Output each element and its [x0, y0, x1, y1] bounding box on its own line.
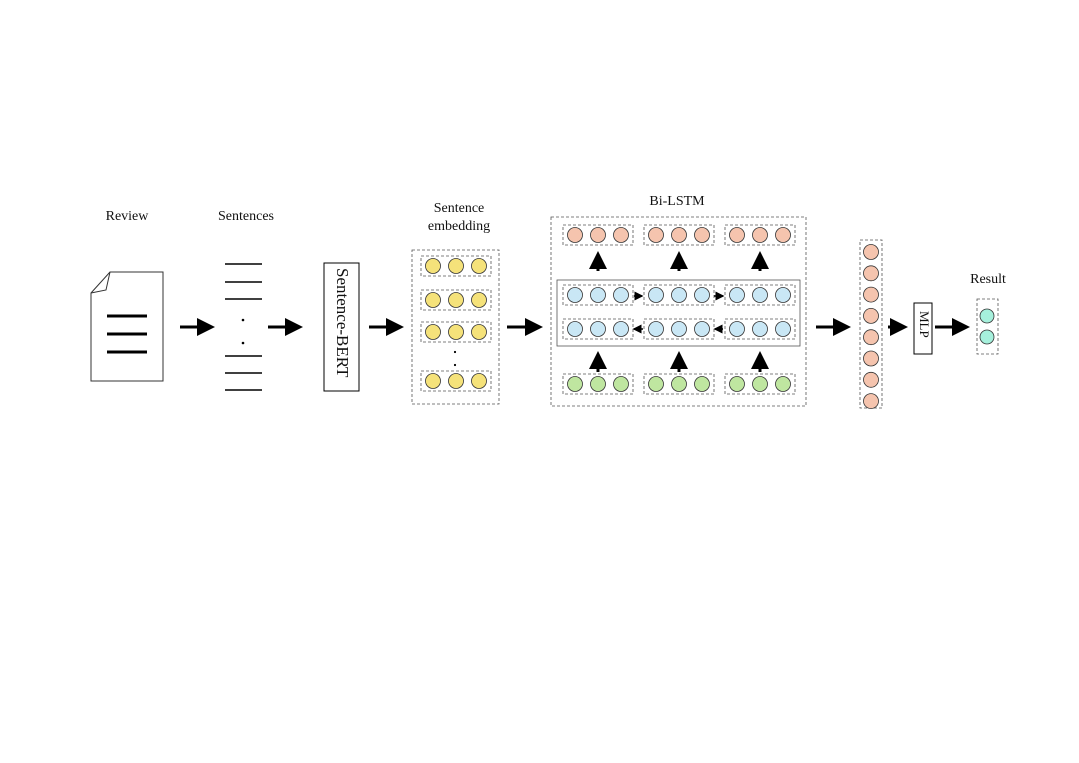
result-node: [979, 329, 995, 345]
bilstm-output-node: [729, 227, 745, 243]
concat-node: [863, 371, 879, 388]
embedding-vector-node: [471, 292, 487, 308]
bilstm-output-node: [567, 227, 583, 243]
bilstm-backward-state-node: [671, 321, 687, 337]
bilstm-vectors: [562, 224, 796, 395]
bilstm-input-box: [643, 373, 715, 395]
concat-node: [863, 393, 879, 410]
mlp-label: MLP: [917, 311, 932, 338]
mlp-box: [913, 302, 933, 355]
bilstm-output-node: [613, 227, 629, 243]
concat-node: [863, 265, 879, 282]
document-icon: [90, 271, 164, 382]
embedding-vector-node: [471, 324, 487, 340]
bilstm-input-box: [562, 373, 634, 395]
bilstm-forward-state-node: [613, 287, 629, 303]
bilstm-forward-state-box: [724, 284, 796, 306]
embedding-vector-node: [425, 292, 441, 308]
bilstm-backward-state-node: [775, 321, 791, 337]
bilstm-output-node: [752, 227, 768, 243]
sentences-label: Sentences: [218, 209, 274, 224]
embedding-vector-node: [471, 373, 487, 389]
concat-node: [863, 286, 879, 303]
embedding-vectors: [420, 255, 492, 392]
sentences-ellipsis: [241, 318, 245, 345]
bilstm-backward-state-box: [724, 318, 796, 340]
bilstm-input-node: [567, 376, 583, 392]
embedding-vector-box: [420, 289, 492, 311]
bilstm-output-node: [590, 227, 606, 243]
bilstm-forward-state-box: [643, 284, 715, 306]
bilstm-input-node: [775, 376, 791, 392]
bilstm-forward-state-node: [729, 287, 745, 303]
bilstm-container: [550, 216, 807, 407]
bilstm-input-node: [671, 376, 687, 392]
sentence-embedding-label-line1: Sentence: [433, 201, 485, 216]
concat-node: [863, 244, 879, 260]
bilstm-backward-state-node: [694, 321, 710, 337]
result-node: [979, 308, 995, 324]
embedding-vector-node: [448, 324, 464, 340]
embedding-vector-box: [420, 321, 492, 343]
bilstm-hidden-container: [556, 279, 801, 347]
embedding-vector-node: [425, 258, 441, 274]
concat-node: [863, 350, 879, 367]
sentence-embedding-label-line2: embedding: [427, 219, 491, 234]
bilstm-forward-state-node: [648, 287, 664, 303]
review-label: Review: [105, 209, 149, 224]
bilstm-forward-state-node: [775, 287, 791, 303]
result-vector: [979, 308, 995, 345]
embedding-vector-box: [420, 370, 492, 392]
bilstm-forward-state-node: [567, 287, 583, 303]
sentence-bert-label: Sentence-BERT: [333, 268, 352, 378]
bilstm-output-node: [671, 227, 687, 243]
bilstm-label: Bi-LSTM: [649, 194, 705, 209]
bilstm-forward-state-node: [694, 287, 710, 303]
bilstm-input-node: [752, 376, 768, 392]
embedding-vector-node: [471, 258, 487, 274]
bilstm-output-box: [724, 224, 796, 246]
bilstm-backward-state-node: [752, 321, 768, 337]
bilstm-output-box: [643, 224, 715, 246]
embedding-vector-node: [425, 373, 441, 389]
sentence-bert-box: [323, 262, 360, 392]
bilstm-input-node: [694, 376, 710, 392]
concat-node: [863, 307, 879, 324]
result-container: [976, 298, 999, 355]
concat-vector: [863, 244, 879, 410]
result-label: Result: [970, 272, 1006, 287]
embedding-vector-node: [448, 258, 464, 274]
bilstm-output-node: [694, 227, 710, 243]
bilstm-forward-state-node: [752, 287, 768, 303]
bilstm-output-box: [562, 224, 634, 246]
bilstm-input-node: [613, 376, 629, 392]
bilstm-output-node: [775, 227, 791, 243]
bilstm-up-arrows: [589, 251, 769, 372]
bilstm-forward-state-node: [590, 287, 606, 303]
sentence-embedding-container: [411, 249, 500, 405]
bilstm-input-box: [724, 373, 796, 395]
bilstm-backward-state-node: [648, 321, 664, 337]
bilstm-input-node: [648, 376, 664, 392]
bilstm-output-node: [648, 227, 664, 243]
embedding-vector-node: [448, 373, 464, 389]
bilstm-backward-state-node: [590, 321, 606, 337]
bilstm-backward-state-node: [613, 321, 629, 337]
concat-node: [863, 329, 879, 346]
sentences-lines: [225, 263, 262, 391]
embedding-vector-node: [425, 324, 441, 340]
bilstm-forward-state-node: [671, 287, 687, 303]
bilstm-forward-state-box: [562, 284, 634, 306]
bilstm-input-node: [590, 376, 606, 392]
embedding-vector-node: [448, 292, 464, 308]
bilstm-backward-state-node: [567, 321, 583, 337]
bilstm-backward-state-node: [729, 321, 745, 337]
embedding-vector-box: [420, 255, 492, 277]
embedding-ellipsis: [453, 350, 457, 367]
bilstm-input-node: [729, 376, 745, 392]
